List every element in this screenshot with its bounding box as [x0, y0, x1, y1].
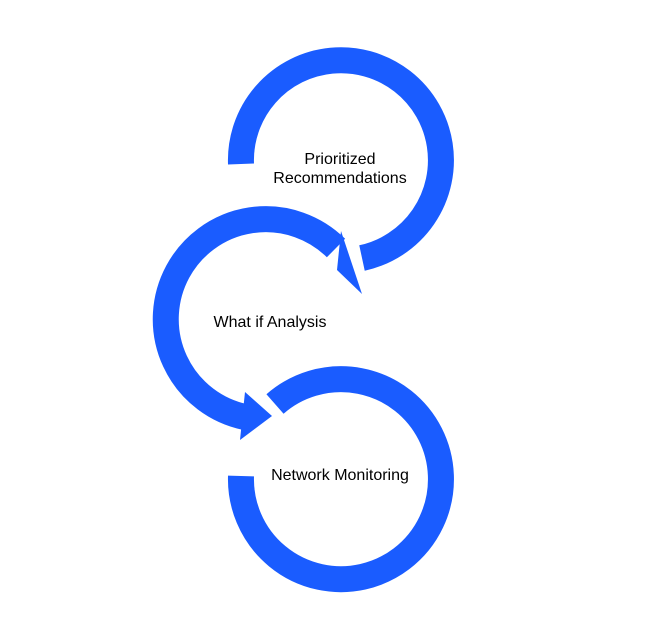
step-network-monitoring: Network Monitoring — [271, 467, 409, 484]
middle-arrow-head — [240, 392, 272, 440]
step-label-line: Recommendations — [273, 170, 407, 187]
bottom-ring-arrow — [227, 366, 454, 593]
step-label-line: Prioritized — [304, 151, 376, 168]
top-ring-arrow — [227, 47, 454, 271]
step-what-if-analysis: What if Analysis — [213, 314, 327, 331]
step-prioritized-recommendations: Prioritized Recommendations — [270, 150, 410, 188]
middle-ring-arrow — [152, 206, 346, 430]
top-arrow-head — [337, 231, 362, 294]
